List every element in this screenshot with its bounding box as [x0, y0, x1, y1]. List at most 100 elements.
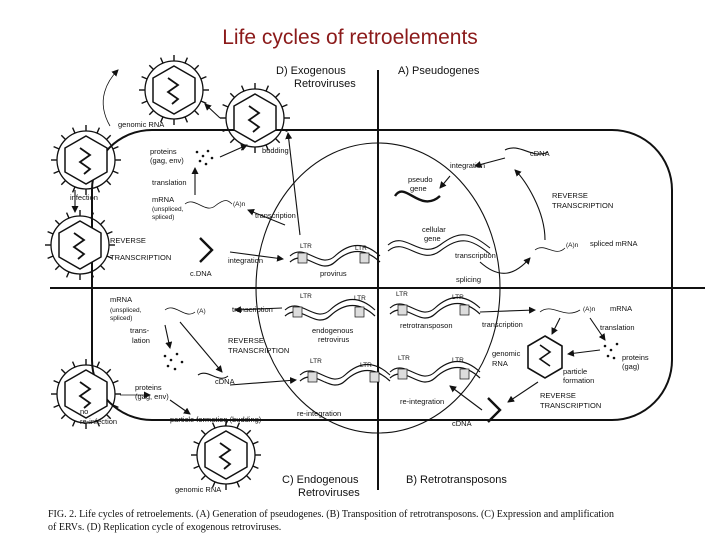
label-ltr-5: LTR — [310, 358, 322, 365]
label-rt-b: TRANSCRIPTION — [540, 401, 601, 410]
label-translation-b: translation — [600, 323, 635, 332]
new-retrotransposon-dna — [389, 360, 481, 383]
label-proteins-b: proteins — [622, 353, 649, 362]
label-reverse-b: REVERSE — [540, 391, 576, 400]
header-b: B) Retrotransposons — [406, 474, 507, 486]
label-infection: infection — [70, 193, 98, 202]
label-splicing: splicing — [456, 275, 481, 284]
mrna-wave-a — [534, 247, 566, 252]
label-pseudo: pseudo — [408, 175, 433, 184]
label-ltr-2: LTR — [355, 245, 367, 252]
virion-budding — [219, 82, 291, 154]
label-polya-d: (A)n — [233, 201, 246, 208]
label-cdna-a: cDNA — [530, 149, 550, 158]
label-particle: particle — [563, 367, 587, 376]
label-gene: gene — [410, 184, 427, 193]
label-retrotransposon: retrotransposon — [400, 321, 453, 330]
label-genomic: genomic — [492, 349, 521, 358]
label-gag-env-c: (gag, env) — [135, 392, 169, 401]
caption-line-1: FIG. 2. Life cycles of retroelements. (A… — [48, 509, 614, 520]
protein-dots-top — [195, 149, 214, 166]
retrotransposon-dna — [389, 296, 481, 319]
label-mrna-b: mRNA — [610, 304, 632, 313]
label-reintegration-c: re-integration — [297, 409, 341, 418]
nucleus — [255, 142, 501, 434]
label-ltr-4: LTR — [354, 295, 366, 302]
label-ltr-10: LTR — [452, 357, 464, 364]
cdna-glyph-b — [487, 397, 502, 423]
label-rna: RNA — [492, 359, 508, 368]
cdna-glyph-d — [199, 237, 214, 263]
label-gag-b: (gag) — [622, 362, 640, 371]
label-transcription-a: transcription — [455, 251, 496, 260]
label-integration-a: integration — [450, 161, 485, 170]
label-ltr-1: LTR — [300, 243, 312, 250]
label-rt-c: TRANSCRIPTION — [228, 346, 289, 355]
label-rt-d: TRANSCRIPTION — [110, 253, 171, 262]
header-d: D) Exogenous — [276, 65, 346, 77]
label-transcription-b: transcription — [482, 320, 523, 329]
label-spliced-c: spliced) — [110, 315, 132, 322]
quadrant-headers: D) Exogenous Retroviruses A) Pseudogenes… — [276, 65, 507, 499]
mrna-wave-c — [164, 307, 196, 315]
header-d-sub: Retroviruses — [294, 78, 356, 90]
caption-line-2: of ERVs. (D) Replication cycle of exogen… — [48, 522, 281, 533]
protein-dots-c — [163, 352, 184, 371]
label-translation-d: translation — [152, 178, 187, 187]
label-mrna-d: mRNA — [152, 195, 174, 204]
vlp-particle — [527, 335, 563, 379]
label-cellular: cellular — [422, 225, 446, 234]
label-ltr-7: LTR — [396, 291, 408, 298]
label-reintegration-b: re-integration — [400, 397, 444, 406]
label-spliced-d: spliced) — [152, 214, 174, 221]
label-ltr-9: LTR — [398, 355, 410, 362]
header-a: A) Pseudogenes — [398, 65, 480, 77]
label-cdna-b: cDNA — [452, 419, 472, 428]
label-unspliced-d: (unspliced, — [152, 206, 184, 213]
label-unspliced-c: (unspliced, — [110, 307, 142, 314]
label-endogenous: endogenous — [312, 326, 354, 335]
mrna-wave-b — [539, 308, 581, 314]
label-transcription-d: transcription — [255, 211, 296, 220]
label-polya-b: (A)n — [583, 306, 596, 313]
label-proteins-c: proteins — [135, 383, 162, 392]
label-gag-env: (gag, env) — [150, 156, 184, 165]
label-reverse-a: REVERSE — [552, 191, 588, 200]
label-integration-d: integration — [228, 256, 263, 265]
virion-infecting — [50, 124, 122, 196]
label-retrovirus: retrovirus — [318, 335, 350, 344]
label-genomic-rna-top: genomic RNA — [118, 120, 164, 129]
label-rt-a: TRANSCRIPTION — [552, 201, 613, 210]
cellular-gene-dna — [387, 234, 491, 250]
header-c-sub: Retroviruses — [298, 487, 360, 499]
pseudogene-dna — [393, 190, 441, 203]
endogenous-retrovirus-dna — [284, 298, 376, 321]
virion-bottom — [190, 419, 262, 491]
cdna-wave-c — [197, 372, 229, 379]
label-proteins: proteins — [150, 147, 177, 156]
label-ltr-6: LTR — [360, 362, 372, 369]
label-no: no — [80, 407, 88, 416]
label-spliced-mrna: spliced mRNA — [590, 239, 638, 248]
label-reinfection: re-infection — [80, 417, 117, 426]
label-particle-c: particle formation (budding) — [170, 415, 262, 424]
label-trans: trans- — [130, 326, 150, 335]
cdna-wave-a — [504, 147, 549, 155]
label-reverse-d: REVERSE — [110, 236, 146, 245]
label-formation: formation — [563, 376, 594, 385]
label-ltr-8: LTR — [452, 294, 464, 301]
label-budding: budding — [262, 146, 289, 155]
label-polya-c: (A) — [197, 308, 206, 315]
label-genomic-rna-bottom: genomic RNA — [175, 485, 221, 494]
protein-dots-b — [603, 342, 619, 360]
label-mrna-c: mRNA — [110, 295, 132, 304]
label-ltr-3: LTR — [300, 293, 312, 300]
reintegrated-erv-dna — [299, 363, 391, 386]
header-c: C) Endogenous — [282, 474, 359, 486]
slide-title: Life cycles of retroelements — [222, 26, 478, 49]
label-polya-a: (A)n — [566, 242, 579, 249]
virion-top-left — [138, 54, 210, 126]
mrna-wave-d — [184, 200, 233, 209]
